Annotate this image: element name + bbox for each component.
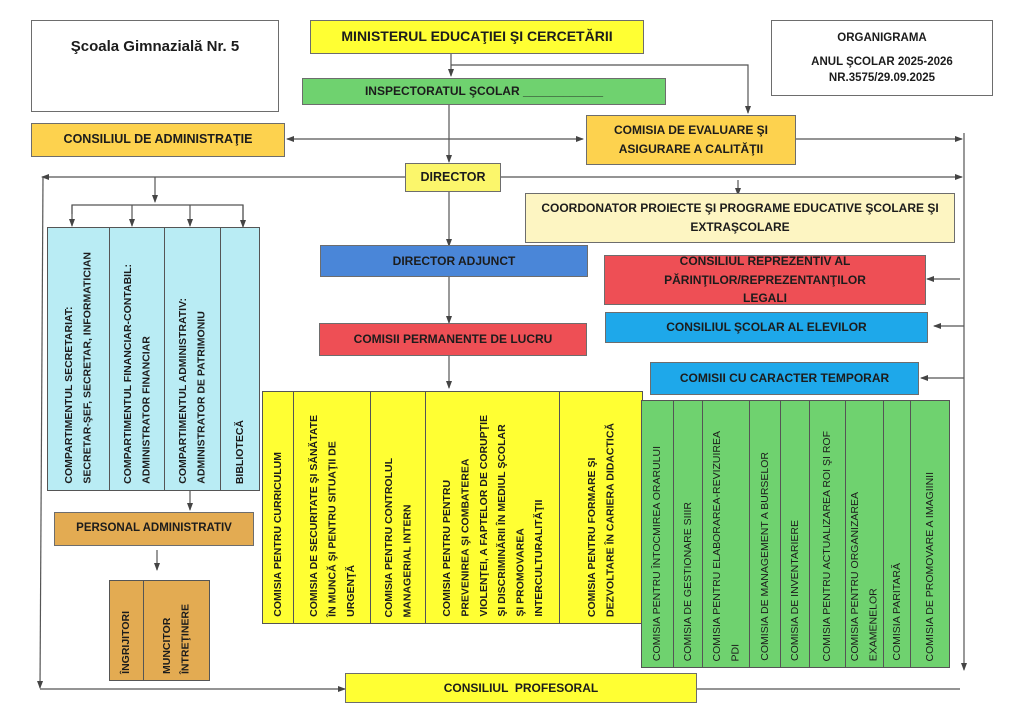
commission-label: COMISIA PENTRU FORMARE ŞI DEZVOLTARE ÎN … bbox=[585, 422, 617, 617]
department-library: BIBLIOTECĂ bbox=[221, 228, 259, 490]
role-label: ÎNGRIJITORI bbox=[120, 611, 133, 674]
ministry-label: MINISTERUL EDUCAŢIEI ŞI CERCETĂRII bbox=[341, 28, 613, 45]
role-maintenance-worker: MUNCITOR ÎNTREŢINERE bbox=[144, 581, 209, 680]
temporary-commission: COMISIA DE GESTIONARE SIIIR bbox=[674, 401, 703, 667]
admin-staff-label: PERSONAL ADMINISTRATIV bbox=[76, 522, 232, 535]
temporary-commission: COMISIA PENTRU ACTUALIZAREA ROI ŞI ROF bbox=[810, 401, 846, 667]
inspectorate-label: INSPECTORATUL ŞCOLAR ____________ bbox=[364, 84, 604, 99]
commission-label: COMISIA DE SECURITATE ŞI SĂNĂTATE ÎN MUN… bbox=[307, 415, 357, 617]
director-label: DIRECTOR bbox=[420, 169, 486, 184]
departments-group: COMPARTIMENTUL SECRETARIAT: SECRETAR-ŞEF… bbox=[47, 227, 260, 491]
school-name: Şcoala Gimnazială Nr. 5 bbox=[70, 38, 240, 55]
commission-label: COMISIA PENTRU ELABORAREA-REVIZUIREA PDI bbox=[710, 430, 741, 661]
director-box: DIRECTOR bbox=[405, 163, 501, 192]
temporary-commissions-box: COMISII CU CARACTER TEMPORAR bbox=[650, 362, 919, 395]
commission-label: COMISIA PENTRU PENTRU PREVENIREA ŞI COMB… bbox=[440, 415, 545, 617]
department-label: BIBLIOTECĂ bbox=[233, 419, 246, 484]
organigram-header: ORGANIGRAMA ANUL ŞCOLAR 2025-2026 NR.357… bbox=[771, 20, 993, 96]
deputy-director-label: DIRECTOR ADJUNCT bbox=[392, 253, 516, 268]
project-coordinator-box: COORDONATOR PROIECTE ŞI PROGRAME EDUCATI… bbox=[525, 193, 955, 243]
students-council-label: CONSILIUL ŞCOLAR AL ELEVILOR bbox=[666, 320, 867, 335]
department-financial: COMPARTIMENTUL FINANCIAR-CONTABIL: ADMIN… bbox=[110, 228, 165, 490]
students-council-box: CONSILIUL ŞCOLAR AL ELEVILOR bbox=[605, 312, 928, 343]
parents-council-label: CONSILIUL REPREZENTIV AL PĂRINŢILOR/REPR… bbox=[664, 254, 866, 306]
permanent-commissions-box: COMISII PERMANENTE DE LUCRU bbox=[319, 323, 587, 356]
commission-label: COMISIA PENTRU CONTROLUL MANAGERIAL INTE… bbox=[382, 457, 414, 617]
temporary-commission: COMISIA PENTRU ÎNTOCMIREA ORARULUI bbox=[642, 401, 674, 667]
commission-label: COMISIA PENTRU ACTUALIZAREA ROI ŞI ROF bbox=[821, 430, 834, 661]
temporary-commission: COMISIA PENTRU ELABORAREA-REVIZUIREA PDI bbox=[703, 401, 751, 667]
department-administrative: COMPARTIMENTUL ADMINISTRATIV: ADMINISTRA… bbox=[165, 228, 222, 490]
admin-staff-roles-group: ÎNGRIJITORI MUNCITOR ÎNTREŢINERE bbox=[109, 580, 210, 681]
role-label: MUNCITOR ÎNTREŢINERE bbox=[161, 603, 192, 674]
teachers-council-box: CONSILIUL PROFESORAL bbox=[345, 673, 697, 703]
permanent-commission: COMISIA PENTRU FORMARE ŞI DEZVOLTARE ÎN … bbox=[560, 392, 642, 623]
quality-commission-label: COMISIA DE EVALUARE ŞI ASIGURARE A CALIT… bbox=[613, 123, 768, 156]
permanent-commission: COMISIA DE SECURITATE ŞI SĂNĂTATE ÎN MUN… bbox=[294, 392, 372, 623]
organigram-title: ORGANIGRAMA bbox=[837, 31, 927, 44]
temporary-commission: COMISIA PENTRU ORGANIZAREA EXAMENELOR bbox=[846, 401, 885, 667]
school-year: ANUL ŞCOLAR 2025-2026 bbox=[811, 55, 953, 68]
department-label: COMPARTIMENTUL ADMINISTRATIV: ADMINISTRA… bbox=[177, 298, 208, 484]
commission-label: COMISIA PENTRU CURRICULUM bbox=[271, 452, 284, 617]
permanent-commission: COMISIA PENTRU CURRICULUM bbox=[263, 392, 294, 623]
commission-label: COMISIA PARITARĂ bbox=[891, 563, 904, 661]
deputy-director-box: DIRECTOR ADJUNCT bbox=[320, 245, 588, 277]
project-coordinator-label: COORDONATOR PROIECTE ŞI PROGRAME EDUCATI… bbox=[541, 201, 939, 234]
commission-label: COMISIA DE PROMOVARE A IMAGIINII bbox=[923, 471, 936, 661]
temporary-commission: COMISIA DE MANAGEMENT A BURSELOR bbox=[750, 401, 782, 667]
school-name-box: Şcoala Gimnazială Nr. 5 bbox=[31, 20, 279, 112]
permanent-commission-list: COMISIA PENTRU CURRICULUM COMISIA DE SEC… bbox=[262, 391, 643, 624]
permanent-commission: COMISIA PENTRU CONTROLUL MANAGERIAL INTE… bbox=[371, 392, 427, 623]
commission-label: COMISIA PENTRU ÎNTOCMIREA ORARULUI bbox=[651, 445, 664, 661]
commission-label: COMISIA DE GESTIONARE SIIIR bbox=[681, 501, 694, 661]
permanent-commission: COMISIA PENTRU PENTRU PREVENIREA ŞI COMB… bbox=[426, 392, 561, 623]
parents-council-box: CONSILIUL REPREZENTIV AL PĂRINŢILOR/REPR… bbox=[604, 254, 926, 306]
role-cleaners: ÎNGRIJITORI bbox=[110, 581, 145, 680]
department-label: COMPARTIMENTUL FINANCIAR-CONTABIL: ADMIN… bbox=[121, 264, 153, 484]
inspectorate-box: INSPECTORATUL ŞCOLAR ____________ bbox=[302, 78, 666, 105]
temporary-commissions-label: COMISII CU CARACTER TEMPORAR bbox=[679, 371, 890, 386]
commission-label: COMISIA DE INVENTARIERE bbox=[788, 520, 801, 661]
document-reference: NR.3575/29.09.2025 bbox=[828, 72, 936, 85]
commission-label: COMISIA DE MANAGEMENT A BURSELOR bbox=[759, 452, 771, 661]
admin-council-box: CONSILIUL DE ADMINISTRAŢIE bbox=[31, 123, 285, 157]
admin-staff-box: PERSONAL ADMINISTRATIV bbox=[54, 512, 254, 546]
teachers-council-label: CONSILIUL PROFESORAL bbox=[443, 680, 599, 695]
department-secretariat: COMPARTIMENTUL SECRETARIAT: SECRETAR-ŞEF… bbox=[48, 228, 111, 490]
ministry-box: MINISTERUL EDUCAŢIEI ŞI CERCETĂRII bbox=[310, 20, 644, 54]
quality-commission-box: COMISIA DE EVALUARE ŞI ASIGURARE A CALIT… bbox=[586, 115, 796, 165]
department-label: COMPARTIMENTUL SECRETARIAT: SECRETAR-ŞEF… bbox=[63, 252, 94, 484]
admin-council-label: CONSILIUL DE ADMINISTRAŢIE bbox=[63, 132, 253, 147]
temporary-commission: COMISIA DE INVENTARIERE bbox=[781, 401, 810, 667]
permanent-commissions-label: COMISII PERMANENTE DE LUCRU bbox=[353, 332, 553, 347]
temporary-commission: COMISIA DE PROMOVARE A IMAGIINII bbox=[911, 401, 949, 667]
commission-label: COMISIA PENTRU ORGANIZAREA EXAMENELOR bbox=[849, 491, 880, 661]
temporary-commission: COMISIA PARITARĂ bbox=[884, 401, 912, 667]
temporary-commission-list: COMISIA PENTRU ÎNTOCMIREA ORARULUI COMIS… bbox=[641, 400, 950, 668]
